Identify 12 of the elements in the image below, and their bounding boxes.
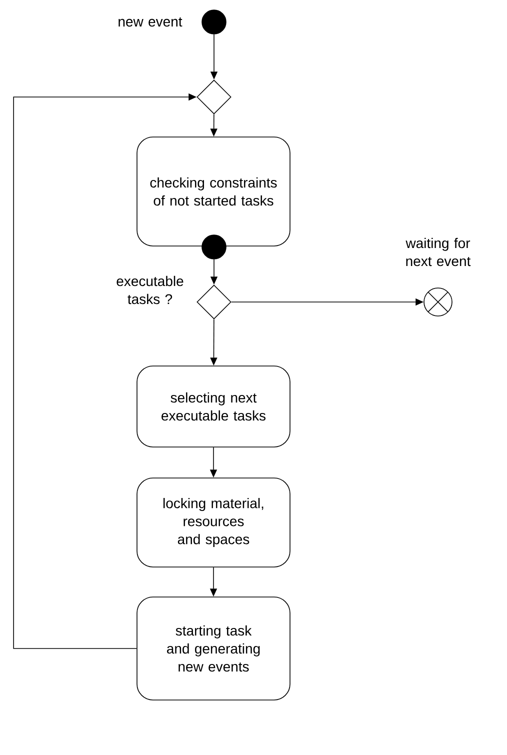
activity-box: starting task and generating new events <box>136 596 290 700</box>
decision-diamond <box>196 284 232 320</box>
decision-diamond <box>196 80 232 114</box>
activity-box: locking material, resources and spaces <box>136 478 290 568</box>
start-dot <box>202 10 226 34</box>
node-caption: waiting for next event <box>406 238 471 266</box>
node-caption: executable tasks ? <box>116 276 184 304</box>
activity-box: checking constraints of not started tasks <box>136 136 290 246</box>
end-circle <box>424 288 452 316</box>
node-caption: new event <box>118 17 182 27</box>
start-dot <box>202 234 226 260</box>
activity-box: selecting next executable tasks <box>136 366 290 448</box>
